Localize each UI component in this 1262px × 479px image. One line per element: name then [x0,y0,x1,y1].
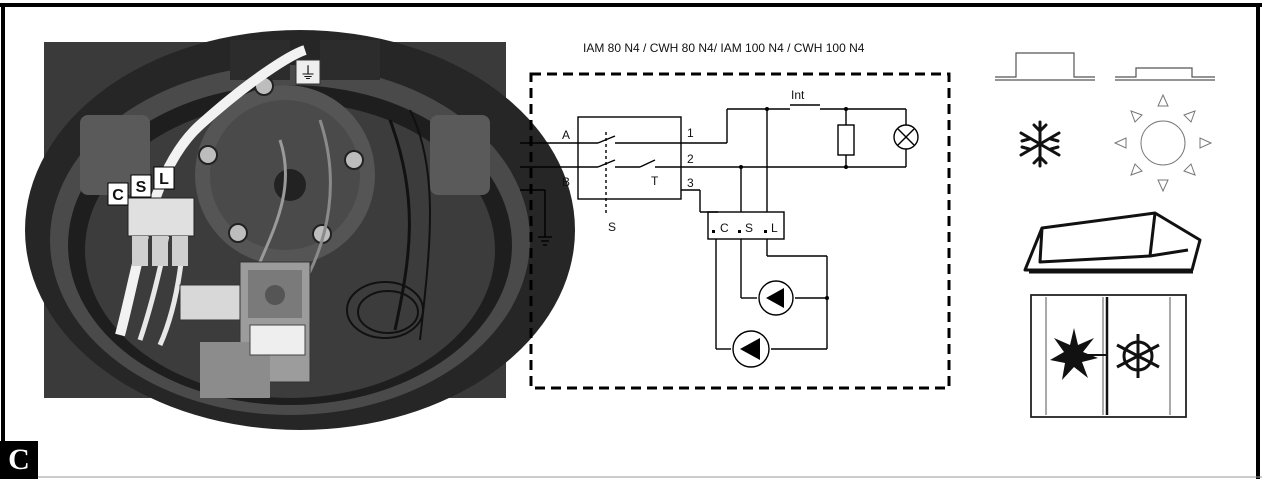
label-block-s: S [745,221,753,235]
photo-label-c: C [112,187,124,204]
pump-lower [732,330,770,368]
pump-arrows [712,107,848,360]
pump-upper [758,280,794,316]
section-badge: C [0,441,38,479]
label-switch-s: S [608,220,616,234]
button-states [995,52,1215,81]
label-thermostat-t: T [651,174,659,188]
starburst-icon [1050,328,1098,380]
photo-label-l: L [159,171,169,188]
label-b: B [562,175,570,189]
flange-bolts [198,76,364,244]
circuit-diagram [520,72,951,390]
photo-csl-labels: C S L [107,166,175,206]
sun-icon [1113,93,1213,193]
rocker-switch-icon [1023,211,1202,274]
label-1: 1 [687,126,694,140]
label-block-l: L [771,221,778,235]
mode-panel-icon [1030,294,1187,418]
circuit-labels: A B 1 2 3 S T Int C S L [562,88,805,235]
page-frame [0,3,1262,479]
label-a: A [562,128,570,142]
label-int: Int [791,88,805,102]
wiring-photo: ⏚ C S L [25,30,575,430]
dashed-enclosure [529,72,951,390]
label-2: 2 [687,152,694,166]
snowflake-icon [1019,120,1061,168]
snowflake-cog-icon [1116,334,1160,378]
label-3: 3 [687,176,694,190]
label-block-c: C [720,221,729,235]
diagram-title: IAM 80 N4 / CWH 80 N4/ IAM 100 N4 / CWH … [583,41,865,55]
photo-label-s: S [136,179,147,196]
ground-tag: ⏚ [300,64,317,83]
